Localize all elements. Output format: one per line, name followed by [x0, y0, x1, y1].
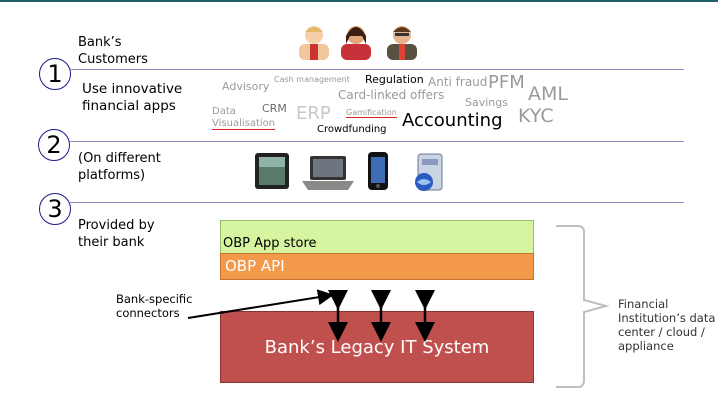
customer-icons — [295, 22, 425, 66]
separator-1 — [70, 69, 684, 70]
app-visualisation: Visualisation — [212, 118, 276, 130]
top-edge — [0, 0, 718, 2]
people-icons — [299, 26, 417, 60]
obp-app-store-box: OBP App store — [220, 220, 534, 254]
app-kyc: KYC — [518, 105, 554, 127]
platforms-label: (On different platforms) — [78, 151, 161, 183]
app-pfm: PFM — [488, 72, 525, 93]
right-brace — [556, 225, 610, 388]
pointer-arrow — [187, 289, 334, 319]
person-icon — [387, 26, 417, 60]
app-data: Data — [212, 106, 236, 117]
app-cash-management: Cash management — [274, 75, 350, 84]
desktop-computer-icon — [415, 153, 443, 191]
app-savings: Savings — [465, 96, 508, 109]
app-accounting: Accounting — [402, 110, 503, 131]
obp-api-box: OBP API — [220, 253, 534, 280]
legacy-it-system-label: Bank’s Legacy IT System — [264, 337, 490, 358]
devices-svg — [255, 152, 443, 191]
step-number-1: 1 — [39, 58, 71, 90]
app-aml: AML — [528, 83, 568, 105]
brace-label: Financial Institution’s data center / cl… — [618, 297, 716, 353]
step-number-2: 2 — [38, 129, 70, 161]
separator-2 — [70, 141, 684, 142]
tablet-icon — [255, 153, 289, 189]
device-icons — [252, 150, 467, 200]
obp-app-store-label: OBP App store — [223, 236, 317, 251]
connectors-label: Bank-specific connectors — [116, 292, 193, 320]
app-crm: CRM — [262, 102, 287, 115]
provided-label: Provided by their bank — [78, 218, 155, 250]
customers-label: Bank’s Customers — [78, 35, 148, 67]
person-icon — [341, 26, 371, 60]
apps-label: Use innovative financial apps — [82, 81, 183, 114]
app-regulation: Regulation — [365, 73, 424, 86]
app-erp: ERP — [296, 103, 331, 124]
app-crowdfunding: Crowdfunding — [317, 124, 387, 135]
laptop-icon — [302, 156, 354, 190]
separator-3 — [70, 202, 684, 203]
obp-api-label: OBP API — [225, 257, 285, 275]
app-card-linked-offers: Card-linked offers — [338, 88, 445, 102]
app-advisory: Advisory — [222, 80, 270, 93]
app-gamification: Gamification — [346, 108, 397, 118]
person-icon — [299, 26, 329, 60]
app-anti-fraud: Anti fraud — [428, 75, 488, 89]
step-number-3: 3 — [39, 193, 71, 225]
smartphone-icon — [368, 152, 388, 190]
